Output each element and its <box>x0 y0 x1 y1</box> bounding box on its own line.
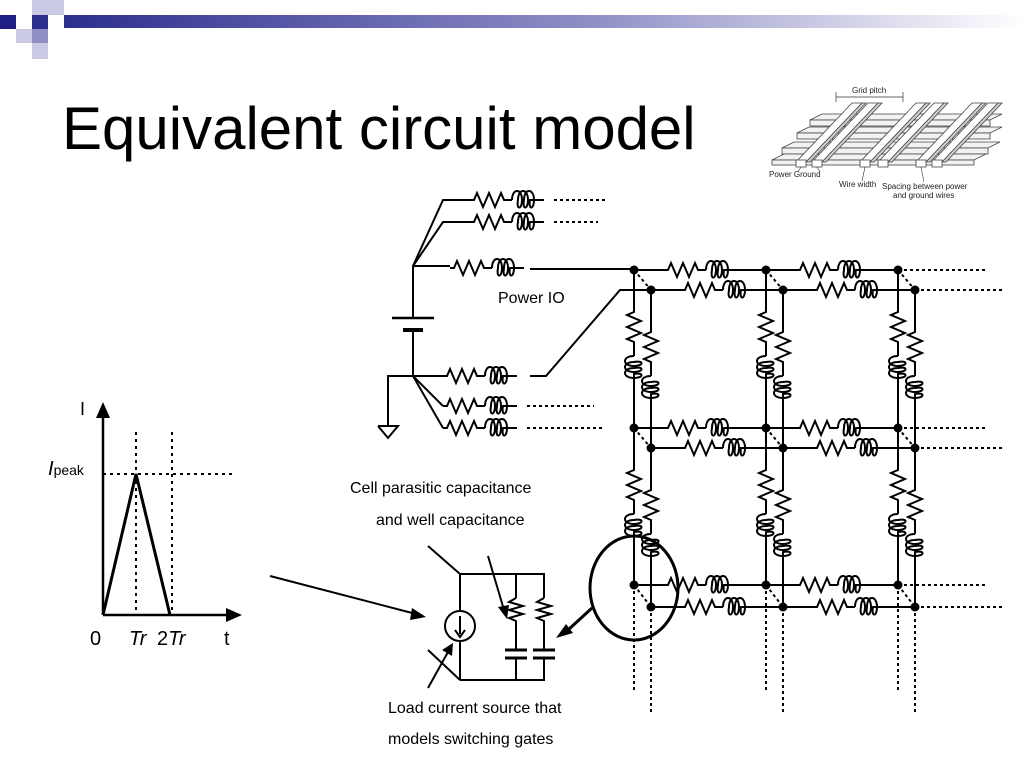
ground-symbol <box>377 425 401 440</box>
peak-label: Ipeak <box>48 458 85 480</box>
wire-width-label: Wire width <box>839 180 876 189</box>
header-square <box>32 15 48 29</box>
highlight-ellipse <box>588 534 680 642</box>
x-axis-arrow <box>226 608 242 622</box>
cap-label-arrow <box>487 555 505 611</box>
spacing-label-line2: and ground wires <box>893 191 954 200</box>
grid-pitch-label: Grid pitch <box>852 86 886 95</box>
x-origin-label: 0 <box>90 628 101 650</box>
header-square <box>48 15 64 29</box>
header-square <box>16 15 32 29</box>
y-axis-label: I <box>80 399 85 419</box>
spacing-label-line1: Spacing between power <box>882 182 968 191</box>
header-square <box>48 0 64 15</box>
header-square <box>0 15 16 29</box>
load-label-line1: Load current source that <box>388 700 562 717</box>
y-axis-arrow <box>96 402 110 418</box>
header-square <box>32 29 48 43</box>
slide-title: Equivalent circuit model <box>62 95 696 162</box>
x-axis-label: t <box>224 628 230 650</box>
header-square <box>32 0 48 15</box>
load-label-arrow <box>427 651 449 689</box>
cap-label-line1: Cell parasitic capacitance <box>350 480 532 497</box>
2tr-label: 2Tr <box>157 628 187 650</box>
power-ground-label: Power Ground <box>769 170 821 179</box>
header-decoration <box>0 0 1024 59</box>
ellipse-to-cell-arrow <box>566 606 594 632</box>
tr-label: Tr <box>129 628 148 650</box>
header-square <box>16 29 32 43</box>
cap-label-line2: and well capacitance <box>376 512 525 529</box>
load-label-line2: models switching gates <box>388 731 554 748</box>
header-square <box>32 43 48 59</box>
header-gradient-bar <box>64 15 1024 28</box>
graph-to-source-arrow <box>269 575 417 615</box>
power-io-label: Power IO <box>498 290 565 307</box>
